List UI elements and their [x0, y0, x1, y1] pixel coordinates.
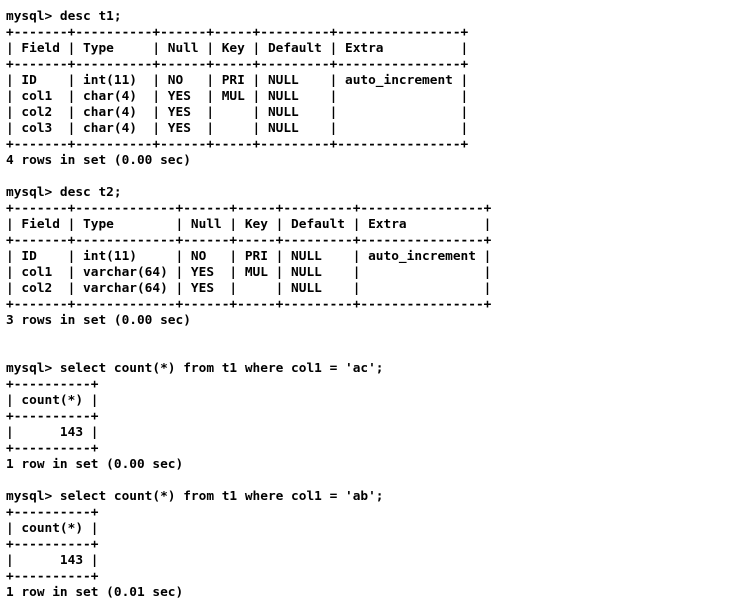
terminal-line: mysql> select count(*) from t1 where col…: [6, 361, 384, 376]
terminal-line: | 143 |: [6, 425, 99, 440]
terminal-line: | 143 |: [6, 553, 99, 568]
terminal-line: [6, 473, 741, 489]
terminal-line: | Field | Type | Null | Key | Default | …: [6, 41, 469, 56]
terminal-line: | Field | Type | Null | Key | Default | …: [6, 217, 492, 232]
terminal-line: 3 rows in set (0.00 sec): [6, 313, 191, 328]
terminal-line: 1 row in set (0.00 sec): [6, 457, 184, 472]
terminal-line: +-------+----------+------+-----+-------…: [6, 57, 469, 72]
terminal-line: +----------+: [6, 377, 99, 392]
terminal-line: +-------+-------------+------+-----+----…: [6, 233, 492, 248]
terminal-line: | col1 | char(4) | YES | MUL | NULL | |: [6, 89, 469, 104]
terminal-line: [6, 345, 741, 361]
terminal-line: mysql> select count(*) from t1 where col…: [6, 489, 384, 504]
terminal-line: 1 row in set (0.01 sec): [6, 585, 184, 600]
terminal-line: 4 rows in set (0.00 sec): [6, 153, 191, 168]
terminal-line: +-------+----------+------+-----+-------…: [6, 137, 469, 152]
terminal-line: +-------+----------+------+-----+-------…: [6, 25, 469, 40]
terminal-line: | count(*) |: [6, 393, 99, 408]
terminal-line: mysql> desc t2;: [6, 185, 122, 200]
terminal-line: | ID | int(11) | NO | PRI | NULL | auto_…: [6, 73, 469, 88]
terminal-line: | col2 | char(4) | YES | | NULL | |: [6, 105, 469, 120]
terminal-line: | col1 | varchar(64) | YES | MUL | NULL …: [6, 265, 492, 280]
terminal-line: | count(*) |: [6, 521, 99, 536]
terminal-line: +----------+: [6, 505, 99, 520]
terminal-line: | col3 | char(4) | YES | | NULL | |: [6, 121, 469, 136]
terminal-line: | col2 | varchar(64) | YES | | NULL | |: [6, 281, 492, 296]
terminal-line: [6, 329, 741, 345]
terminal-line: mysql> desc t1;: [6, 9, 122, 24]
terminal-line: +----------+: [6, 409, 99, 424]
terminal-line: +-------+-------------+------+-----+----…: [6, 297, 492, 312]
terminal-output: mysql> desc t1;+-------+----------+-----…: [6, 9, 741, 603]
terminal-line: | ID | int(11) | NO | PRI | NULL | auto_…: [6, 249, 492, 264]
terminal-line: +----------+: [6, 569, 99, 584]
terminal-line: +-------+-------------+------+-----+----…: [6, 201, 492, 216]
terminal-line: +----------+: [6, 537, 99, 552]
terminal-line: +----------+: [6, 441, 99, 456]
terminal-line: [6, 169, 741, 185]
